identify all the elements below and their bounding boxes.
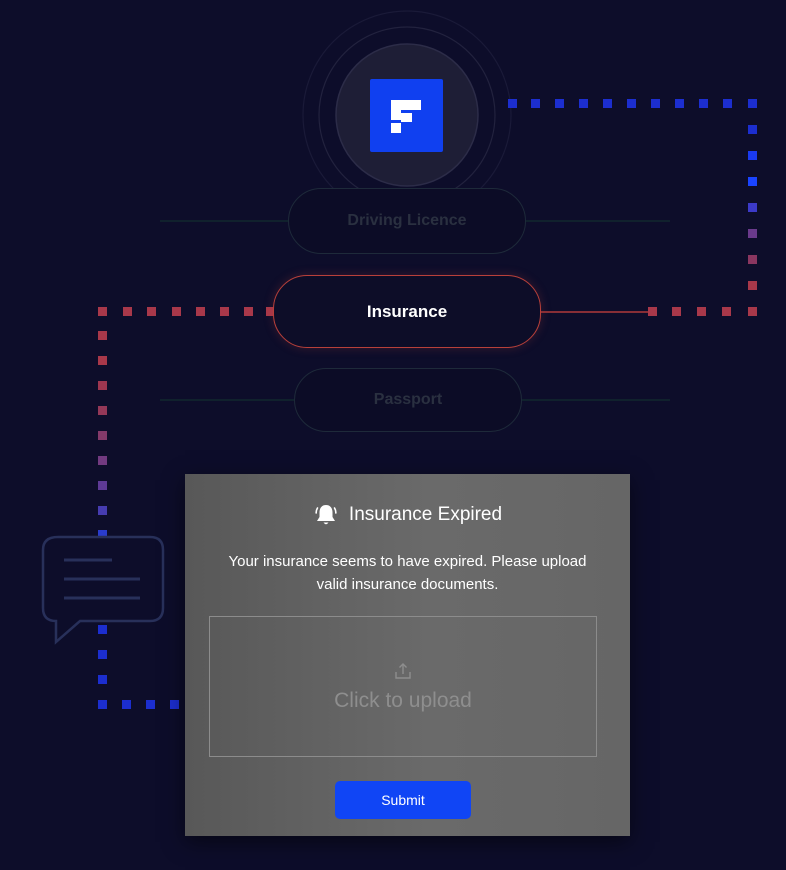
submit-button[interactable]: Submit bbox=[335, 781, 471, 819]
modal-title: Insurance Expired bbox=[348, 504, 503, 525]
nav-pill-label: Passport bbox=[373, 391, 443, 408]
modal-message: Your insurance seems to have expired. Pl… bbox=[228, 553, 587, 593]
trace-left-vertical bbox=[98, 331, 107, 684]
nav-pill-insurance[interactable]: Insurance bbox=[273, 275, 541, 348]
trace-right-vertical bbox=[748, 125, 757, 290]
logo-icon bbox=[370, 79, 443, 152]
trace-left-red bbox=[98, 307, 275, 316]
upload-label: Click to upload bbox=[334, 688, 472, 712]
upload-dropzone[interactable]: Click to upload bbox=[209, 616, 597, 757]
insurance-expired-modal: Insurance Expired Your insurance seems t… bbox=[185, 474, 630, 836]
upload-icon bbox=[393, 661, 413, 681]
nav-pill-driving-licence[interactable]: Driving Licence bbox=[288, 188, 526, 254]
bell-icon bbox=[313, 502, 339, 528]
nav-pill-label: Driving Licence bbox=[347, 212, 467, 229]
trace-top-blue bbox=[508, 99, 757, 108]
nav-pill-label: Insurance bbox=[366, 301, 448, 321]
trace-bottom-blue bbox=[98, 700, 179, 709]
trace-right-red bbox=[648, 307, 757, 316]
chat-bubble-icon bbox=[41, 535, 165, 645]
modal-header: Insurance Expired bbox=[185, 502, 630, 528]
nav-pill-passport[interactable]: Passport bbox=[294, 368, 522, 432]
